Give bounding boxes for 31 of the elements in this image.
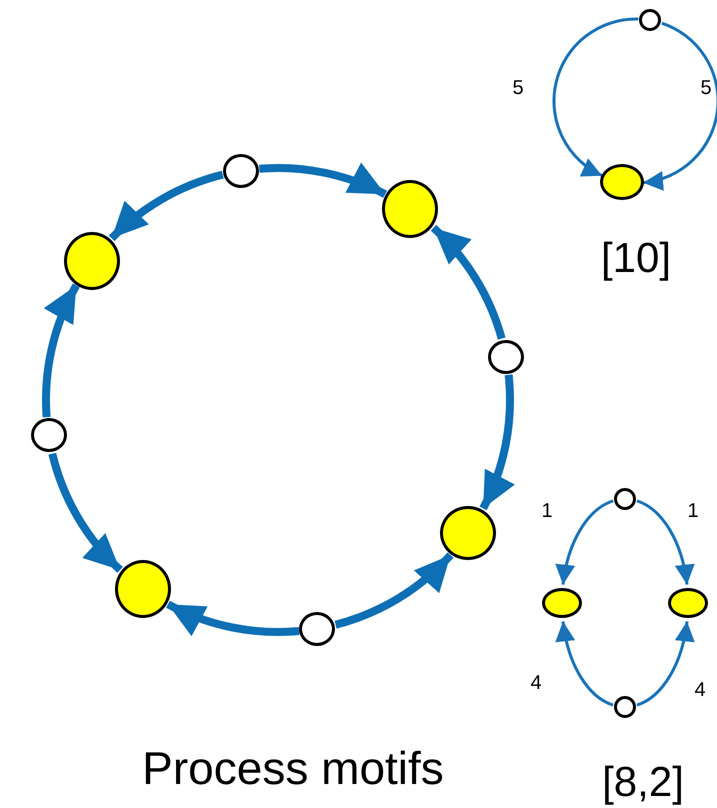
node-circle [440,506,496,560]
arrow [42,284,80,418]
motif-label: [10] [600,237,672,279]
node-circle [639,9,662,32]
node-circle [614,696,636,718]
arrow [552,18,638,178]
node-circle [614,488,636,510]
node-circle [668,588,708,618]
arrow [556,500,614,585]
arrow [259,164,387,198]
arrow [108,170,224,242]
arrow [166,600,300,636]
arrow [48,452,123,573]
arrow [430,225,506,340]
arrow [636,621,694,706]
arrow [642,22,717,190]
node-circle [600,164,644,200]
arrow [636,500,694,585]
node-circle [488,340,524,374]
motif-label: [8,2] [602,761,684,803]
arrow [556,621,614,706]
arrow [479,374,514,510]
arrow [334,552,454,629]
node-circle [30,418,67,452]
node-circle [222,154,259,188]
node-circle [542,588,582,618]
node-circle [114,560,171,618]
node-circle [64,232,120,290]
caption: Process motifs [142,745,444,791]
node-circle [382,180,438,238]
node-circle [299,612,336,646]
